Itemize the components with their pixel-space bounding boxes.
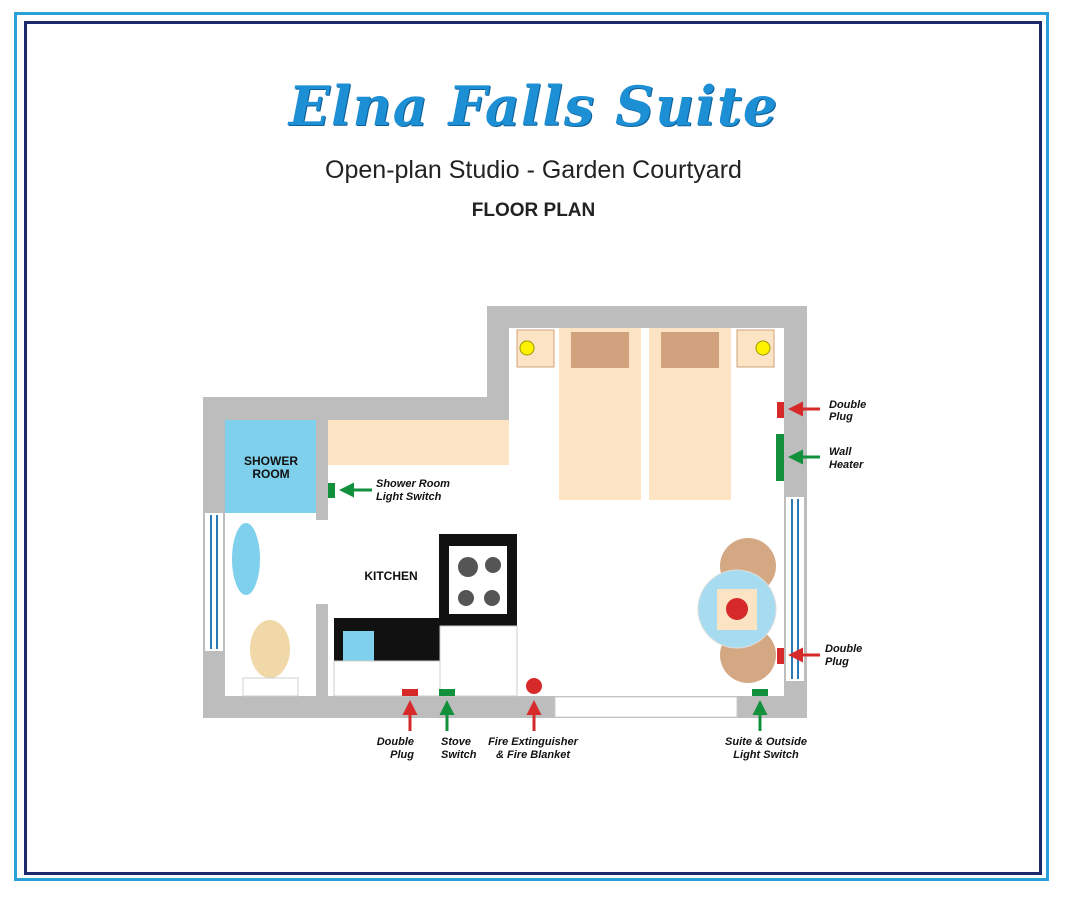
hob-burner-icon	[458, 557, 478, 577]
label-shower-switch-1: Shower Room	[376, 478, 450, 490]
label-suite-switch-1: Suite & Outside	[725, 736, 807, 748]
label-fire-1: Fire Extinguisher	[488, 736, 579, 748]
kitchen-cupboard	[333, 660, 441, 697]
stove-top	[449, 546, 507, 614]
double-plug-right	[777, 648, 784, 664]
outer-frame	[14, 12, 1049, 881]
fridge	[439, 625, 518, 697]
hob-burner-icon	[458, 590, 474, 606]
label-wall-heater-1: Wall	[829, 446, 852, 458]
shower-area	[225, 420, 316, 513]
table-center-icon	[726, 598, 748, 620]
left-window	[205, 513, 223, 651]
suite-light-switch	[752, 689, 768, 696]
label-double-plug-bottom-1: Double	[377, 736, 414, 748]
shower-door-gap	[316, 520, 328, 604]
shower-room-label-2: ROOM	[252, 467, 289, 481]
label-stove-switch-2: Switch	[441, 749, 477, 761]
bed-right-pillow	[661, 332, 719, 368]
counter-top-wardrobe	[328, 420, 509, 465]
double-plug-top	[777, 402, 784, 418]
page-subtitle: Open-plan Studio - Garden Courtyard	[325, 156, 742, 184]
label-double-plug-right-2: Plug	[825, 656, 849, 668]
lamp-right-icon	[755, 340, 771, 356]
wall-heater	[776, 434, 784, 481]
fire-extinguisher-icon	[526, 678, 542, 694]
basin-icon	[230, 521, 262, 597]
label-double-plug-top-1: Double	[829, 399, 866, 411]
right-window	[786, 497, 804, 681]
page-title: Elna Falls Suite	[288, 74, 779, 138]
double-plug-bottom	[402, 689, 418, 696]
hob-burner-icon	[485, 557, 501, 573]
label-suite-switch-2: Light Switch	[733, 749, 799, 761]
toilet-cistern	[242, 677, 299, 697]
hob-burner-icon	[484, 590, 500, 606]
toilet-icon	[248, 618, 292, 680]
stove-switch	[439, 689, 455, 696]
label-double-plug-top-2: Plug	[829, 411, 853, 423]
inner-frame	[24, 21, 1042, 875]
shower-room-label-1: SHOWER	[244, 454, 298, 468]
lamp-left-icon	[519, 340, 535, 356]
label-double-plug-right-1: Double	[825, 643, 862, 655]
label-shower-switch-2: Light Switch	[376, 491, 442, 503]
bed-left-pillow	[571, 332, 629, 368]
floor-plan-heading: FLOOR PLAN	[471, 200, 596, 221]
kitchen-label: KITCHEN	[364, 569, 417, 583]
label-stove-switch-1: Stove	[441, 736, 471, 748]
label-wall-heater-2: Heater	[829, 459, 864, 471]
shower-light-switch	[328, 483, 335, 498]
label-double-plug-bottom-2: Plug	[390, 749, 414, 761]
label-fire-2: & Fire Blanket	[496, 749, 571, 761]
sink-icon	[343, 631, 374, 661]
entrance-door	[554, 696, 738, 718]
